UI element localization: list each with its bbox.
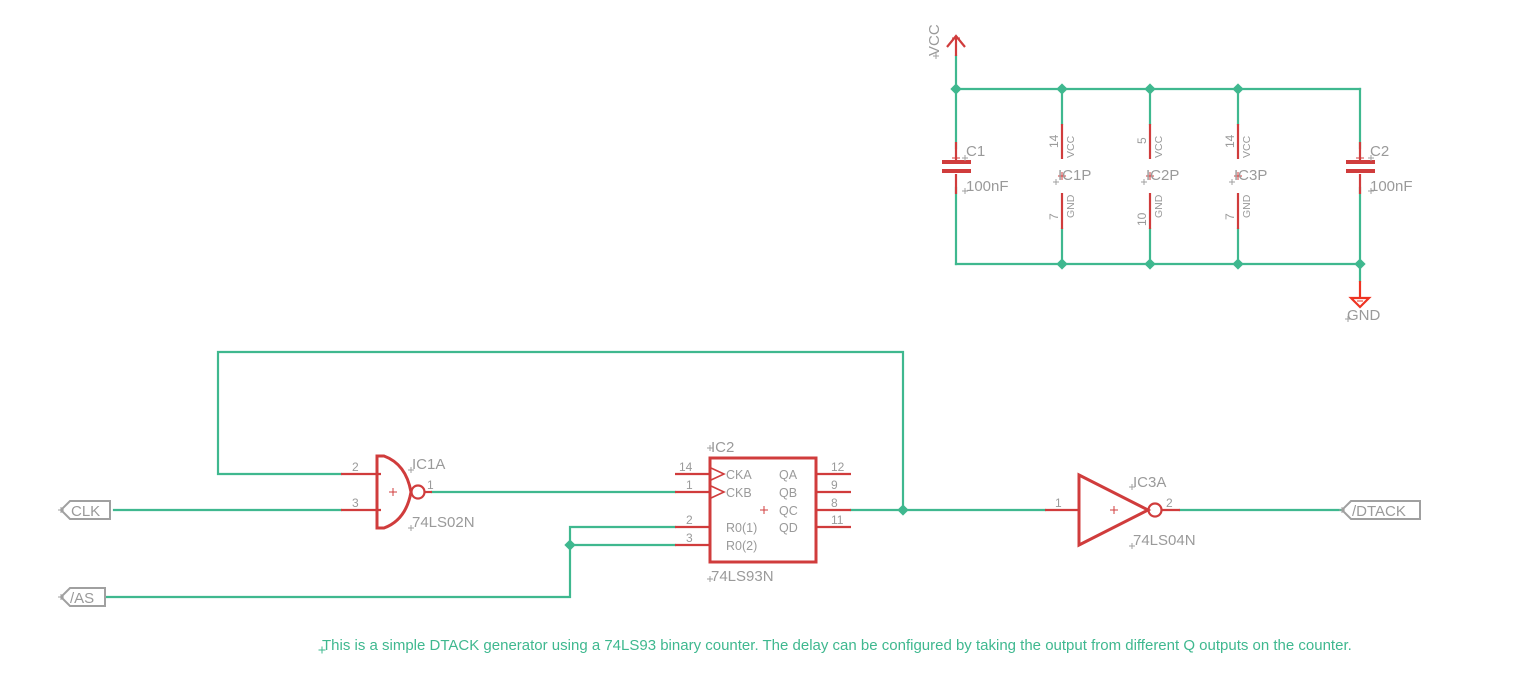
c1-value: 100nF xyxy=(966,178,1009,195)
ic1a-part: 74LS02N xyxy=(412,514,475,531)
ic2-pin-12: 12 xyxy=(831,460,845,474)
port-as[interactable]: /AS xyxy=(58,587,106,607)
junction-dot xyxy=(564,539,576,551)
ic3a-pin-2: 2 xyxy=(1166,496,1173,510)
capacitor-c2[interactable]: C2 100nF xyxy=(1346,142,1413,195)
as-reset-net[interactable] xyxy=(104,525,677,599)
power-pins-ic1p[interactable]: IC1P 14 VCC 7 GND xyxy=(1047,124,1091,229)
c1-ref: C1 xyxy=(966,143,985,160)
capacitor-c1[interactable]: C1 100nF xyxy=(942,142,1009,195)
ic2-pin-2: 2 xyxy=(686,513,693,527)
ic1p-ref: IC1P xyxy=(1058,167,1091,184)
junction-dot xyxy=(1056,83,1068,95)
port-clk-label: CLK xyxy=(71,503,100,520)
inverter-ic3a[interactable]: 1 2 IC3A 74LS04N xyxy=(1045,472,1196,549)
ic3p-vcc-pin: 14 xyxy=(1223,134,1237,148)
junction-dot xyxy=(1144,258,1156,270)
ic3p-ref: IC3P xyxy=(1234,167,1267,184)
junction-dot xyxy=(950,83,962,95)
ic3p-vcc-name: VCC xyxy=(1241,135,1253,158)
vcc-supply-symbol[interactable]: VCC xyxy=(926,24,966,59)
ic2-pin-14: 14 xyxy=(679,460,693,474)
ic3a-ref: IC3A xyxy=(1133,474,1166,491)
ic1a-ref: IC1A xyxy=(412,456,445,473)
ic1p-gnd-name: GND xyxy=(1065,194,1077,218)
ic2p-gnd-pin: 10 xyxy=(1135,212,1149,226)
ic2-pin-11: 11 xyxy=(831,513,844,527)
ic2p-vcc-name: VCC xyxy=(1153,135,1165,158)
ic2-pin-name-qa: QA xyxy=(779,468,798,482)
ic2-pin-name-cka: CKA xyxy=(726,468,752,482)
ic2p-gnd-name: GND xyxy=(1153,194,1165,218)
junction-dot xyxy=(1354,258,1366,270)
power-section: VCC GND C1 100nF xyxy=(926,24,1413,324)
feedback-net[interactable] xyxy=(216,350,905,512)
ic2-pin-name-qc: QC xyxy=(779,504,798,518)
junction-dot xyxy=(1056,258,1068,270)
gnd-supply-symbol[interactable]: GND xyxy=(1345,281,1381,324)
nor-gate-ic1a[interactable]: 2 3 1 IC1A 74LS02N xyxy=(341,454,475,531)
design-note: This is a simple DTACK generator using a… xyxy=(318,637,1352,654)
ic2-pin-8: 8 xyxy=(831,496,838,510)
junction-dot xyxy=(1144,83,1156,95)
port-clk[interactable]: CLK xyxy=(58,500,111,520)
ic3a-pin-1: 1 xyxy=(1055,496,1062,510)
junction-dot xyxy=(1232,83,1244,95)
ic2-pin-3: 3 xyxy=(686,531,693,545)
gnd-rail[interactable] xyxy=(954,186,1362,283)
ic2-part: 74LS93N xyxy=(711,568,774,585)
c2-ref: C2 xyxy=(1370,143,1389,160)
power-pins-ic3p[interactable]: IC3P 14 VCC 7 GND xyxy=(1223,124,1267,229)
port-dtack-label: /DTACK xyxy=(1352,503,1406,520)
port-as-label: /AS xyxy=(70,590,94,607)
ic2p-vcc-pin: 5 xyxy=(1135,137,1149,144)
clock-input-icon xyxy=(710,485,726,499)
ic2-pin-name-qb: QB xyxy=(779,486,797,500)
ic2-ref: IC2 xyxy=(711,439,734,456)
ic1a-pin-1: 1 xyxy=(427,478,434,492)
ic2-pin-name-ckb: CKB xyxy=(726,486,752,500)
ic1a-pin-2: 2 xyxy=(352,460,359,474)
power-junctions xyxy=(950,83,1366,270)
ic3p-gnd-pin: 7 xyxy=(1223,213,1237,220)
ic2p-ref: IC2P xyxy=(1146,167,1179,184)
ic2-pin-name-r01: R0(1) xyxy=(726,521,757,535)
power-pins-ic2p[interactable]: IC2P 5 VCC 10 GND xyxy=(1135,124,1179,229)
ic2-pin-9: 9 xyxy=(831,478,838,492)
ic1p-vcc-name: VCC xyxy=(1065,135,1077,158)
c2-value: 100nF xyxy=(1370,178,1413,195)
junction-dot xyxy=(1232,258,1244,270)
counter-ic2[interactable]: 14 1 2 3 CKA CKB R0(1) R0(2) 12 9 8 11 Q… xyxy=(675,439,851,585)
ic2-pin-name-qd: QD xyxy=(779,521,798,535)
junction-dot xyxy=(897,504,909,516)
signal-wires xyxy=(104,350,1343,599)
ic1a-pin-3: 3 xyxy=(352,496,359,510)
ic3p-gnd-name: GND xyxy=(1241,194,1253,218)
clock-input-icon xyxy=(710,467,726,481)
port-dtack[interactable]: /DTACK xyxy=(1339,500,1421,520)
ic1p-gnd-pin: 7 xyxy=(1047,213,1061,220)
vcc-rail[interactable] xyxy=(954,54,1362,150)
gnd-label: GND xyxy=(1347,307,1381,324)
ic2-pin-name-r02: R0(2) xyxy=(726,539,757,553)
ic1p-vcc-pin: 14 xyxy=(1047,134,1061,148)
vcc-label: VCC xyxy=(926,24,943,56)
note-text: This is a simple DTACK generator using a… xyxy=(322,637,1352,654)
ic3a-part: 74LS04N xyxy=(1133,532,1196,549)
ic2-pin-1: 1 xyxy=(686,478,693,492)
